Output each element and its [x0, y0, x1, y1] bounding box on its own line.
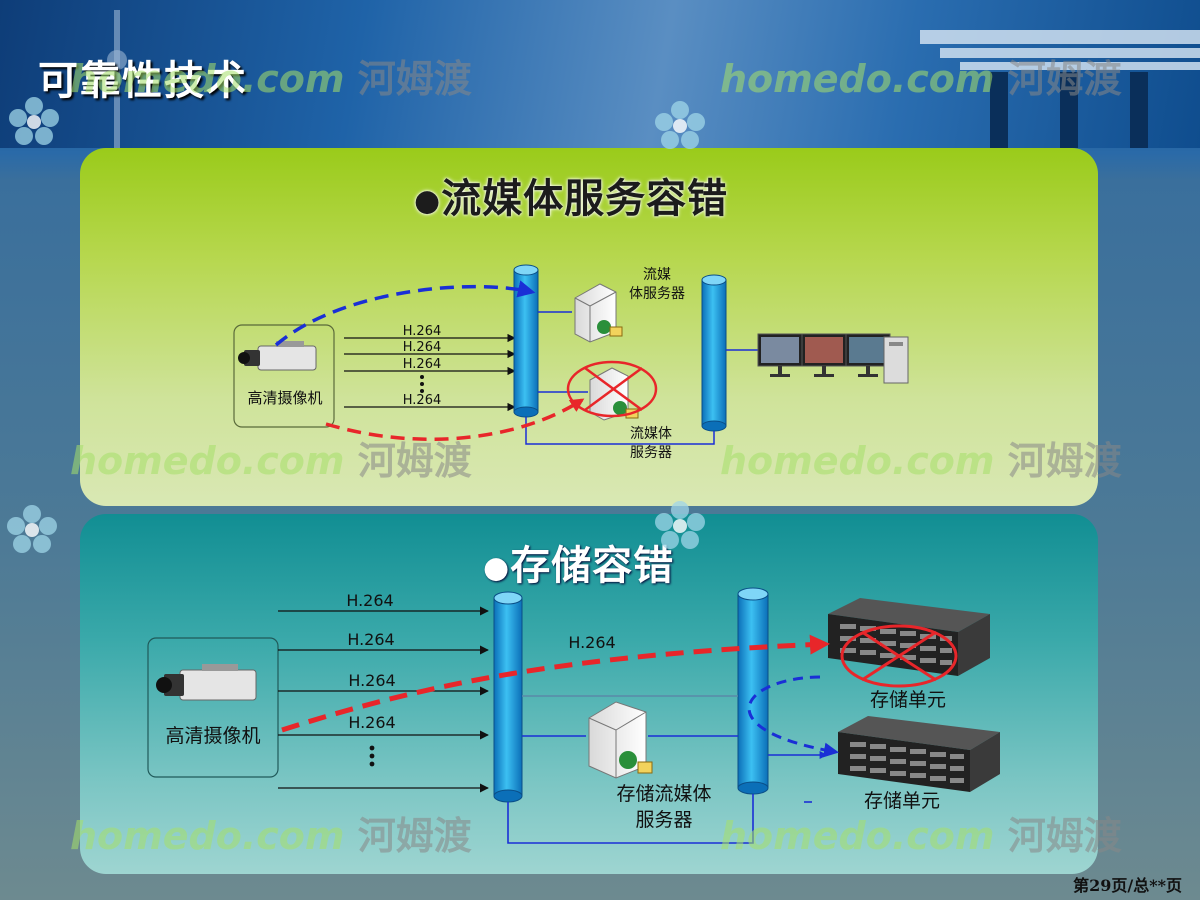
tower-decoration [107, 10, 127, 148]
stream-section-heading: ●流媒体服务容错 [414, 166, 728, 224]
watermark-flower-icon [9, 97, 59, 145]
fault-cross-icon-storage [840, 624, 958, 688]
camera-label-top: 高清摄像机 [247, 389, 322, 407]
failover-path-blue [274, 280, 536, 347]
stream-label: H.264 [403, 357, 442, 372]
stream-label: H.264 [348, 671, 395, 690]
bus-pipe-right-top [701, 274, 727, 432]
stream-label: H.264 [403, 340, 442, 355]
storage-unit-icon-bottom [838, 716, 1000, 792]
storage-unit-label-bottom: 存储单元 [864, 790, 940, 812]
watermark-flower-icon [7, 505, 57, 553]
bullet-icon: ● [414, 183, 442, 219]
stream-label: H.264 [348, 713, 395, 732]
bus-pipe-left-bottom [493, 591, 523, 803]
ellipsis-icon [369, 745, 375, 767]
camera-frame-top [233, 324, 335, 428]
failed-path-red-top [325, 398, 585, 441]
page-number: 第29页/总**页 [1073, 876, 1182, 895]
failed-path-red-storage [281, 634, 830, 733]
stream-label: H.264 [403, 393, 442, 408]
bus-links-bottom [507, 695, 828, 844]
server-label-bottom: 流媒体 [630, 426, 672, 442]
camera-icon-top [238, 341, 317, 371]
watermark-flower-icon [655, 101, 705, 149]
server-icon-top [574, 283, 623, 343]
camera-label-bottom: 高清摄像机 [165, 725, 260, 747]
stream-label: H.264 [347, 630, 394, 649]
stream-label: H.264 [403, 324, 442, 339]
header-banner [0, 0, 1200, 148]
server-label-bottom: 服务器 [630, 445, 672, 461]
storage-server-label: 服务器 [635, 809, 692, 831]
stream-arrows-top [344, 333, 516, 412]
slide-title: 可靠性技术 [38, 58, 248, 104]
stream-heading-text: 流媒体服务容错 [441, 176, 729, 222]
storage-unit-icon-top [828, 598, 990, 676]
monitor-wall-icon [757, 333, 909, 384]
stream-arrows-bottom [278, 606, 489, 793]
failed-server-icon-top [589, 367, 639, 421]
failover-path-blue-storage [747, 675, 839, 758]
storage-server-icon [588, 701, 653, 779]
server-label-top: 流媒 [643, 267, 671, 283]
server-label-top: 体服务器 [629, 286, 685, 302]
redirect-stream-label: H.264 [568, 633, 615, 652]
fault-cross-icon-top [566, 360, 658, 418]
storage-server-label: 存储流媒体 [616, 783, 711, 805]
camera-frame-bottom [147, 637, 279, 778]
bullet-icon: ● [483, 550, 511, 586]
stream-label: H.264 [346, 591, 393, 610]
storage-section-heading: ●存储容错 [483, 533, 674, 591]
bus-links-top [525, 311, 760, 445]
watermark-flower-icon [655, 501, 705, 549]
storage-heading-text: 存储容错 [510, 543, 675, 589]
storage-unit-label-top: 存储单元 [870, 689, 946, 711]
skyline-decoration [920, 30, 1200, 148]
camera-icon-bottom [156, 664, 257, 701]
ellipsis-icon [420, 375, 424, 393]
